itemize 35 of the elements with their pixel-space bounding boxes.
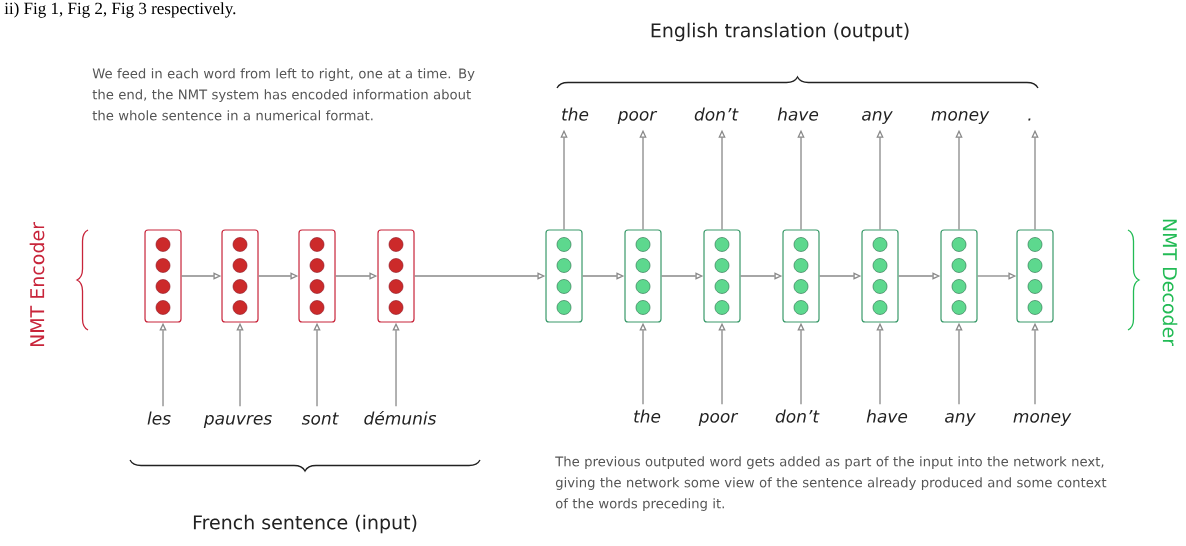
decoder-cell xyxy=(782,229,820,323)
word: the xyxy=(634,409,661,423)
word: have xyxy=(866,409,908,423)
note: The previous outputed word gets added as part of the input into the network next, giving the network some view of the sentence already produced and some context of the words preceding it. xyxy=(555,456,1107,511)
decoder-cell xyxy=(940,229,978,323)
word: any xyxy=(945,412,976,426)
encoder-cell xyxy=(377,229,415,323)
word: les xyxy=(147,411,171,425)
word: don’t xyxy=(775,409,820,423)
word: have xyxy=(777,107,819,121)
word: don’t xyxy=(694,107,739,121)
decoder-cell xyxy=(861,229,899,323)
word: the xyxy=(562,107,589,121)
word: démunis xyxy=(364,410,437,425)
encoder-cell xyxy=(144,229,182,323)
word: poor xyxy=(617,111,658,125)
decoder-cell xyxy=(1016,229,1054,323)
word: any xyxy=(862,111,893,125)
decoder-cell xyxy=(624,229,662,323)
encoder-cell xyxy=(298,229,336,323)
word: money xyxy=(1013,412,1072,426)
heading: French sentence (input) xyxy=(193,514,417,534)
word: sont xyxy=(301,412,339,425)
decoder-cell xyxy=(545,229,583,323)
side-label: NMT Decoder xyxy=(1162,219,1178,347)
word: poor xyxy=(698,412,739,426)
note: We feed in each word from left to right, one at a time. By the end, the NMT system has encoded information about the whole sentence in a numerical format. xyxy=(92,68,475,121)
decoder-cell xyxy=(703,229,741,323)
side-label: NMT Encoder xyxy=(29,222,45,347)
encoder-cell xyxy=(221,229,259,323)
word: pauvres xyxy=(203,414,272,428)
heading: English translation (output) xyxy=(651,22,909,42)
cut-text: ii) Fig 1, Fig 2, Fig 3 respectively. xyxy=(4,2,236,18)
word: . xyxy=(1028,118,1031,121)
word: money xyxy=(931,111,990,125)
